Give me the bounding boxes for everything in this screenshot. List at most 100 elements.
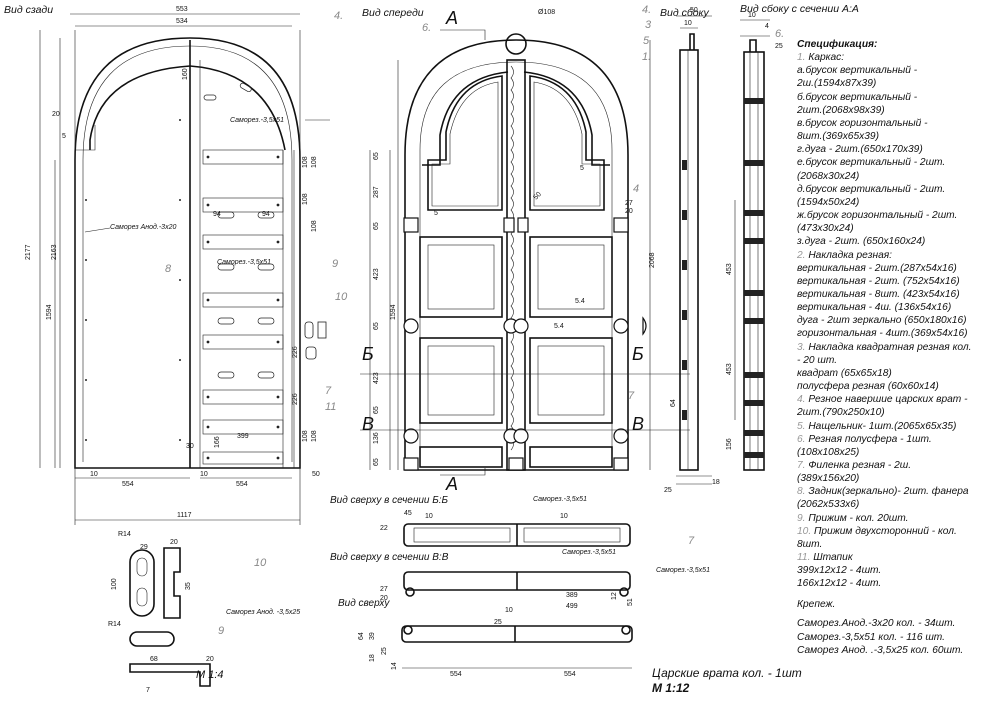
part-9-side bbox=[129, 663, 211, 687]
part-10-side bbox=[163, 547, 181, 619]
svg-text:10: 10 bbox=[335, 291, 348, 303]
fastening-item: Саморез.Анод.-3х20 кол. - 34шт. bbox=[797, 618, 956, 630]
svg-text:7: 7 bbox=[146, 687, 150, 694]
svg-text:Б: Б bbox=[632, 344, 644, 364]
spec-item-text: 2ш.(1594х87х39) bbox=[797, 78, 877, 90]
spec-item: б.брусок вертикальный - bbox=[797, 91, 997, 104]
back-inner-outline bbox=[82, 45, 293, 462]
svg-text:20: 20 bbox=[380, 595, 388, 602]
parts-scale: М 1:4 bbox=[196, 669, 224, 681]
side-section-rails bbox=[744, 98, 764, 458]
spec-item-text: Резная полусфера - 1шт. bbox=[808, 433, 932, 445]
spec-item-text: Каркас: bbox=[808, 52, 845, 64]
spec-item-number: 3. bbox=[797, 341, 809, 353]
spec-item: 8. Задник(зеркально)- 2шт. фанера bbox=[797, 485, 997, 498]
back-clamps bbox=[203, 82, 275, 379]
spec-item-text: (473х30х24) bbox=[797, 223, 854, 235]
spec-item: 2шт.(2068х98х39) bbox=[797, 104, 997, 117]
spec-item-text: Прижим - кол. 20шт. bbox=[808, 512, 909, 524]
svg-text:25: 25 bbox=[381, 647, 388, 655]
spec-item-text: д.брусок вертикальный - 2шт. bbox=[797, 183, 946, 195]
spec-item-text: з.дуга - 2шт. (650х160х24) bbox=[797, 236, 926, 248]
svg-text:4.: 4. bbox=[642, 4, 651, 16]
back-view: Вид сзади bbox=[4, 4, 348, 525]
spec-item: (473х30х24) bbox=[797, 222, 997, 235]
svg-text:423: 423 bbox=[373, 372, 380, 384]
svg-text:100: 100 bbox=[111, 578, 118, 590]
spec-item: г.дуга - 2шт.(650х170х39) bbox=[797, 143, 997, 156]
svg-text:6.: 6. bbox=[775, 28, 784, 40]
svg-text:108: 108 bbox=[302, 430, 309, 442]
spec-item-number: 2. bbox=[797, 249, 809, 261]
svg-text:51: 51 bbox=[627, 598, 634, 606]
part-9-front bbox=[129, 631, 175, 647]
spec-item-text: Нащельник- 1шт.(2065х65х35) bbox=[808, 420, 957, 432]
svg-text:453: 453 bbox=[726, 263, 733, 275]
svg-text:10: 10 bbox=[748, 12, 756, 19]
svg-text:5.4: 5.4 bbox=[575, 298, 585, 305]
side-section-label: Вид сбоку с сечении А:А bbox=[740, 3, 859, 15]
back-dim-lines bbox=[39, 13, 330, 525]
front-dims: Ø108 65 287 65 423 65 423 65 136 65 1594… bbox=[373, 9, 656, 466]
svg-text:399: 399 bbox=[237, 433, 249, 440]
front-top-sphere bbox=[505, 33, 527, 55]
spec-item: (2062х533х6) bbox=[797, 498, 997, 511]
svg-text:65: 65 bbox=[373, 458, 380, 466]
back-screws bbox=[85, 119, 280, 460]
svg-text:Вид сверху в сечении В:В: Вид сверху в сечении В:В bbox=[330, 552, 449, 563]
spec-item: (1594х50х24) bbox=[797, 196, 997, 209]
svg-text:29: 29 bbox=[140, 544, 148, 551]
front-arch-left bbox=[422, 71, 509, 166]
front-rosettes bbox=[403, 217, 629, 471]
spec-item-text: 2шт.(790х250х10) bbox=[797, 407, 885, 419]
spec-item-text: (1594х50х24) bbox=[797, 196, 860, 208]
back-view-label: Вид сзади bbox=[4, 4, 53, 16]
spec-item-text: а.брусок вертикальный - bbox=[797, 65, 918, 77]
spec-item: 166х12х12 - 4шт. bbox=[797, 577, 997, 590]
svg-text:50: 50 bbox=[312, 471, 320, 478]
front-inner-outline bbox=[419, 61, 613, 460]
svg-text:20: 20 bbox=[625, 208, 633, 215]
spec-item-text: е.брусок вертикальный - 2шт. bbox=[797, 157, 946, 169]
svg-text:226: 226 bbox=[292, 346, 299, 358]
specification: Спецификация: 1. Каркас:а.брусок вертика… bbox=[797, 38, 997, 591]
svg-text:35: 35 bbox=[185, 582, 192, 590]
svg-text:Саморез.-3,5х51: Саморез.-3,5х51 bbox=[656, 567, 710, 574]
svg-text:136: 136 bbox=[373, 432, 380, 444]
spec-item-text: вертикальная - 8шт. (423х54х16) bbox=[797, 288, 960, 300]
svg-text:499: 499 bbox=[566, 603, 578, 610]
spec-item-number: 11. bbox=[797, 552, 814, 564]
side-section-dim-lines bbox=[734, 19, 770, 420]
svg-text:1117: 1117 bbox=[177, 512, 192, 519]
spec-item: (108х108х25) bbox=[797, 446, 997, 459]
top-section-bb: Вид сверху в сечении Б:Б Саморез.-3,5х51… bbox=[330, 495, 695, 556]
front-panels bbox=[419, 75, 613, 468]
svg-text:27: 27 bbox=[625, 200, 633, 207]
spec-item-number: 1. bbox=[797, 52, 809, 64]
spec-item-text: квадрат (65х65х18) bbox=[797, 367, 892, 379]
svg-text:5: 5 bbox=[62, 133, 66, 140]
svg-text:108: 108 bbox=[311, 430, 318, 442]
svg-text:7: 7 bbox=[628, 390, 635, 402]
svg-text:Саморез.-3,5х51: Саморез.-3,5х51 bbox=[562, 549, 616, 556]
back-dims: 553 534 20 5 2177 2163 1594 160 108 108 … bbox=[25, 6, 320, 519]
spec-item: 4. Резное навершие царских врат - bbox=[797, 393, 997, 406]
svg-text:25: 25 bbox=[775, 43, 783, 50]
svg-text:В: В bbox=[632, 414, 644, 434]
front-section-lines bbox=[360, 40, 690, 470]
spec-item-text: Накладка резная: bbox=[808, 249, 893, 261]
side-section-body bbox=[743, 51, 765, 471]
side-view: Вид сбоку 50 10 64 25 18 bbox=[660, 7, 720, 494]
spec-item: ж.брусок горизонтальный - 2шт. bbox=[797, 209, 997, 222]
svg-text:10: 10 bbox=[90, 471, 98, 478]
side-dims: 50 10 64 25 18 bbox=[664, 7, 720, 494]
svg-text:554: 554 bbox=[564, 671, 576, 678]
spec-item-number: 4. bbox=[797, 394, 809, 406]
spec-items: 1. Каркас:а.брусок вертикальный -2ш.(159… bbox=[797, 51, 997, 590]
spec-item: 9. Прижим - кол. 20шт. bbox=[797, 512, 997, 525]
spec-title: Спецификация: bbox=[797, 39, 878, 50]
svg-text:7: 7 bbox=[688, 535, 695, 547]
svg-text:2163: 2163 bbox=[51, 244, 58, 260]
fastening-item: Саморез.-3,5х51 кол. - 116 шт. bbox=[797, 631, 945, 643]
